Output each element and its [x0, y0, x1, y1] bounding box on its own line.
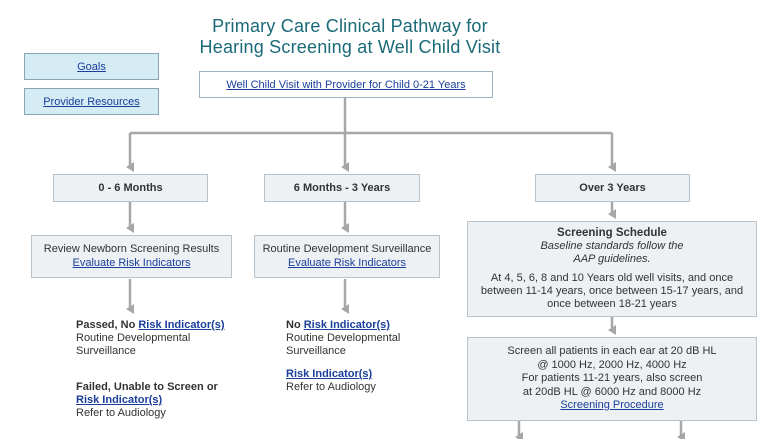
goals-link[interactable]: Goals	[77, 60, 106, 73]
b1-outcome-failed: Failed, Unable to Screen or Risk Indicat…	[76, 381, 236, 420]
branch-0-6-months: 0 - 6 Months	[53, 174, 208, 202]
schedule-subtitle: Baseline standards follow the AAP guidel…	[540, 240, 684, 265]
b1-outcome-passed: Passed, No Risk Indicator(s) Routine Dev…	[76, 319, 236, 358]
b2-evaluate-risk-link[interactable]: Evaluate Risk Indicators	[288, 257, 406, 269]
screen-line-2: @ 1000 Hz, 2000 Hz, 4000 Hz	[537, 358, 687, 371]
goals-button[interactable]: Goals	[24, 53, 159, 80]
b1-outcome1-text: Routine Developmental Surveillance	[76, 332, 191, 357]
b2-outcome-no-risk: No Risk Indicator(s) Routine Development…	[286, 319, 426, 358]
screen-line-1: Screen all patients in each ear at 20 dB…	[507, 345, 717, 357]
b3-screening-schedule: Screening Schedule Baseline standards fo…	[467, 221, 757, 317]
b1-outcome2-risk-link[interactable]: Risk Indicator(s)	[76, 394, 163, 406]
screen-line-3: For patients 11-21 years, also screen	[521, 372, 703, 384]
b2-outcome1-text: Routine Developmental Surveillance	[286, 332, 401, 357]
b1-step-node: Review Newborn Screening Results Evaluat…	[31, 235, 232, 278]
b3-screening-procedure: Screen all patients in each ear at 20 dB…	[467, 337, 757, 421]
branch-over-3-years: Over 3 Years	[535, 174, 690, 202]
screening-procedure-link[interactable]: Screening Procedure	[560, 399, 664, 411]
b2-step-node: Routine Development Surveillance Evaluat…	[254, 235, 440, 278]
root-node[interactable]: Well Child Visit with Provider for Child…	[199, 71, 493, 98]
screen-line-4: at 20dB HL @ 6000 Hz and 8000 Hz	[522, 385, 702, 398]
b1-evaluate-risk-link[interactable]: Evaluate Risk Indicators	[72, 257, 191, 269]
b1-outcome2-text: Refer to Audiology	[76, 407, 166, 419]
title-line-1: Primary Care Clinical Pathway for	[212, 16, 488, 36]
b1-outcome2-bold: Failed, Unable to Screen or	[76, 381, 218, 393]
b1-outcome1-risk-link[interactable]: Risk Indicator(s)	[138, 319, 225, 331]
provider-resources-button[interactable]: Provider Resources	[24, 88, 159, 115]
root-node-link[interactable]: Well Child Visit with Provider for Child…	[226, 78, 466, 91]
b1-step-text: Review Newborn Screening Results	[43, 243, 220, 255]
title-line-2: Hearing Screening at Well Child Visit	[199, 37, 501, 57]
provider-resources-link[interactable]: Provider Resources	[43, 95, 140, 108]
b2-outcome2-risk-link[interactable]: Risk Indicator(s)	[286, 368, 373, 380]
b2-outcome1-bold: No	[286, 319, 304, 331]
b2-step-text: Routine Development Surveillance	[262, 243, 432, 255]
b2-outcome1-risk-link[interactable]: Risk Indicator(s)	[303, 319, 390, 331]
branch-over-3-years-label: Over 3 Years	[579, 182, 646, 194]
branch-6-months-3-years-label: 6 Months - 3 Years	[293, 182, 391, 194]
b2-outcome-risk: Risk Indicator(s) Refer to Audiology	[286, 368, 426, 394]
b2-outcome2-text: Refer to Audiology	[286, 381, 376, 393]
b1-outcome1-bold: Passed, No	[76, 319, 139, 331]
schedule-title: Screening Schedule	[557, 227, 667, 239]
schedule-body: At 4, 5, 6, 8 and 10 Years old well visi…	[480, 272, 744, 310]
branch-6-months-3-years: 6 Months - 3 Years	[264, 174, 420, 202]
page-title: Primary Care Clinical Pathway for Hearin…	[0, 16, 700, 58]
branch-0-6-months-label: 0 - 6 Months	[98, 182, 163, 194]
